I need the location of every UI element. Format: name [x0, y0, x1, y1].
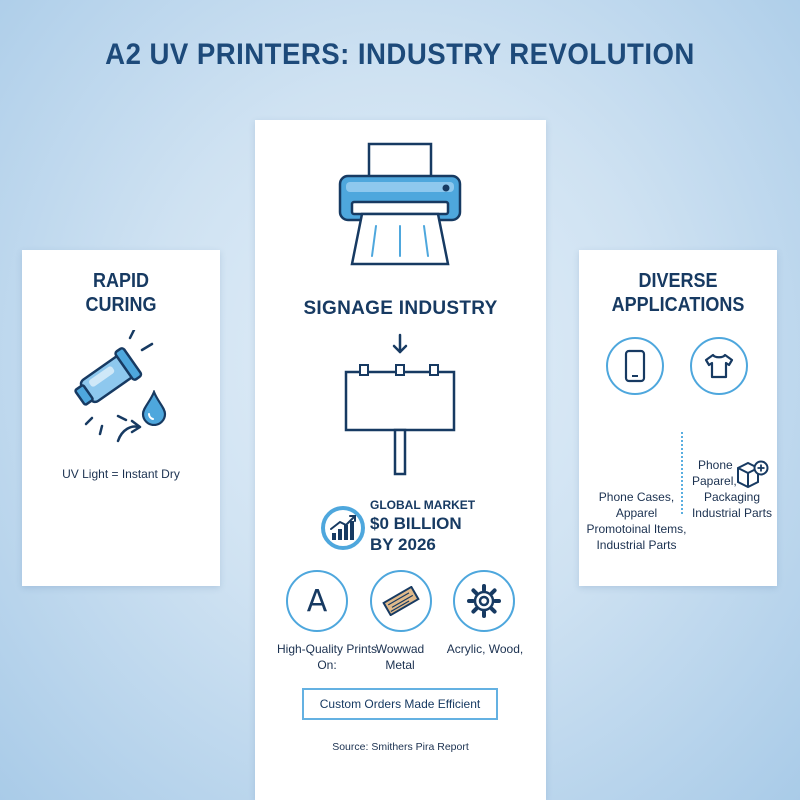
- billboard-icon: [344, 364, 456, 476]
- feature-label-material-line2: Metal: [385, 658, 415, 672]
- letter-a-glyph: A: [306, 583, 328, 619]
- source-note: Source: Smithers Pira Report: [332, 741, 469, 753]
- curved-arrow-icon: [116, 419, 142, 443]
- feature-label-material-line1: Wowwad: [375, 642, 425, 656]
- page-title: A2 UV PRINTERS: INDUSTRY REVOLUTION: [105, 38, 695, 71]
- applications-left-line2: Apparel: [615, 506, 658, 520]
- applications-right-line3: Packaging: [703, 490, 761, 504]
- uv-lamp-icon: [74, 330, 154, 436]
- tshirt-icon: [690, 337, 748, 395]
- diverse-applications-heading-line1: DIVERSE: [638, 270, 718, 292]
- feature-label-acrylic: Acrylic, Wood,: [430, 641, 540, 657]
- market-value: $0 BILLION: [370, 514, 462, 533]
- feature-label-material: Wowwad Metal: [360, 641, 440, 673]
- printer-icon: [338, 142, 462, 266]
- phone-icon: [606, 337, 664, 395]
- applications-list-right: Phone Paparel, Packaging Industrial Part…: [684, 457, 780, 521]
- package-icon: [737, 460, 769, 489]
- droplet-icon: [141, 390, 167, 426]
- feature-label-quality: High-Quality Prints On:: [262, 641, 392, 673]
- feature-label-quality-line2: On:: [317, 658, 337, 672]
- applications-right-line2: Paparel,: [692, 474, 737, 488]
- market-label: GLOBAL MARKET: [370, 498, 476, 512]
- rapid-curing-caption: UV Light = Instant Dry: [62, 467, 180, 481]
- custom-orders-box: Custom Orders Made Efficient: [302, 688, 498, 720]
- rapid-curing-heading-line1: RAPID: [92, 270, 149, 292]
- feature-label-quality-line1: High-Quality Prints: [276, 642, 378, 656]
- applications-left-line1: Phone Cases,: [598, 490, 675, 504]
- diverse-applications-panel: DIVERSE APPLICATIONS: [579, 250, 777, 586]
- applications-list-left: Phone Cases, Apparel Promotoinal Items, …: [584, 489, 689, 553]
- down-arrow-icon: [392, 333, 408, 354]
- letter-a-icon: A: [286, 570, 348, 632]
- rapid-curing-heading-line2: CURING: [85, 294, 157, 316]
- signage-industry-heading: SIGNAGE INDUSTRY: [303, 298, 498, 319]
- market-year: BY 2026: [370, 535, 436, 554]
- feature-label-acrylic-line1: Acrylic, Wood,: [446, 642, 524, 656]
- growth-chart-icon: [321, 506, 365, 550]
- applications-right-line1: Phone: [698, 458, 733, 472]
- gear-icon: [453, 570, 515, 632]
- applications-left-line4: Industrial Parts: [596, 538, 677, 552]
- applications-right-line4: Industrial Parts: [691, 506, 773, 520]
- applications-left-line3: Promotoinal Items,: [586, 522, 687, 536]
- diverse-applications-heading-line2: APPLICATIONS: [611, 294, 745, 316]
- wood-plank-icon: [370, 570, 432, 632]
- divider-dotted: [681, 432, 683, 514]
